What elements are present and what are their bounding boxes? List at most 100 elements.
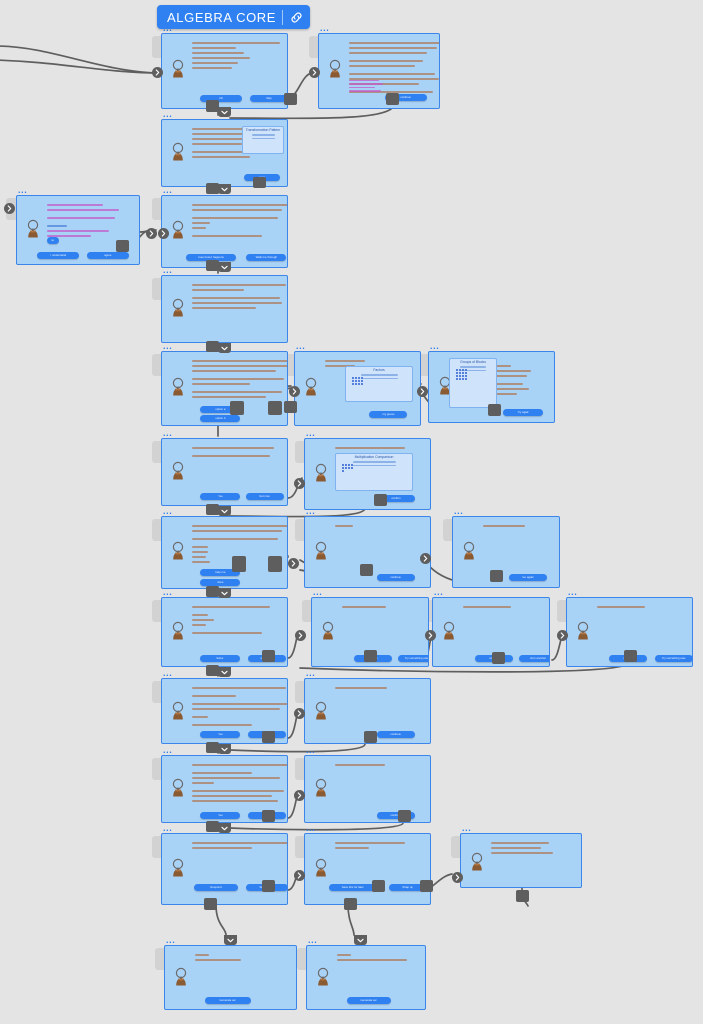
card-body[interactable]: continue — [304, 516, 431, 588]
card-action-button[interactable]: Generate set — [205, 997, 251, 1004]
session-end-right-card[interactable]: ... Generate set — [306, 936, 426, 1010]
card-body[interactable]: Save this for later Wrap up — [304, 833, 431, 905]
chevron-right-port-icon[interactable] — [288, 558, 299, 569]
chevron-right-port-icon[interactable] — [158, 228, 169, 239]
card-action-button[interactable]: continue — [385, 94, 427, 101]
edge-connector-plug[interactable] — [262, 880, 275, 892]
card-drag-handle[interactable]: ... — [166, 935, 176, 945]
edge-connector-plug[interactable] — [206, 504, 219, 515]
chevron-right-port-icon[interactable] — [309, 67, 320, 78]
equation-input-card[interactable]: ...Solveshow hints — [161, 588, 288, 667]
chevron-right-port-icon[interactable] — [557, 630, 568, 641]
card-action-button[interactable]: continue — [377, 812, 415, 819]
chevron-right-port-icon[interactable] — [420, 553, 431, 564]
edge-connector-plug[interactable] — [374, 494, 387, 506]
card-drag-handle[interactable]: ... — [306, 745, 316, 755]
edge-connector-plug[interactable] — [372, 880, 385, 892]
card-action-button[interactable]: Wrap up — [389, 884, 427, 891]
rewrite-expression-card[interactable]: ... help me done — [161, 507, 288, 589]
card-action-button[interactable]: Not now — [246, 493, 284, 500]
chevron-down-port-icon[interactable] — [218, 107, 231, 117]
expression-recap-card[interactable]: ... — [161, 266, 288, 343]
chevron-down-port-icon[interactable] — [218, 262, 231, 272]
card-action-button[interactable]: Walk me through — [246, 254, 286, 261]
card-action-button[interactable]: confirm — [377, 495, 415, 502]
chevron-down-port-icon[interactable] — [218, 506, 231, 516]
card-action-button[interactable]: continue — [377, 731, 415, 738]
card-drag-handle[interactable]: ... — [313, 587, 323, 597]
chevron-down-port-icon[interactable] — [218, 823, 231, 833]
chevron-down-port-icon[interactable] — [218, 667, 231, 677]
card-action-button[interactable]: no — [47, 237, 59, 244]
card-action-button[interactable]: Save this for later — [329, 884, 377, 891]
card-action-button[interactable]: Try something else — [655, 655, 692, 662]
card-drag-handle[interactable]: ... — [306, 506, 316, 516]
card-action-button[interactable]: done — [200, 579, 240, 586]
chevron-right-port-icon[interactable] — [4, 203, 15, 214]
chevron-down-port-icon[interactable] — [218, 184, 231, 194]
chevron-down-port-icon[interactable] — [218, 343, 231, 353]
card-drag-handle[interactable]: ... — [454, 506, 464, 516]
card-action-button[interactable]: I see how it happens — [186, 254, 236, 261]
edge-connector-plug[interactable] — [206, 341, 219, 352]
edge-connector-plug[interactable] — [268, 556, 282, 572]
edge-connector-plug[interactable] — [364, 731, 377, 743]
card-action-button[interactable]: Run another — [519, 655, 549, 662]
edge-connector-plug[interactable] — [116, 240, 129, 252]
edge-connector-plug[interactable] — [268, 401, 282, 415]
edge-connector-plug[interactable] — [516, 890, 529, 902]
edge-connector-plug[interactable] — [253, 177, 266, 188]
edge-connector-plug[interactable] — [364, 650, 377, 662]
edge-connector-plug[interactable] — [232, 556, 246, 572]
embedded-widget[interactable]: Groups of Blocks — [449, 358, 497, 408]
card-drag-handle[interactable]: ... — [308, 935, 318, 945]
chevron-down-port-icon[interactable] — [218, 588, 231, 598]
card-body[interactable]: continue — [318, 33, 440, 109]
card-action-button[interactable]: I understand — [37, 252, 79, 259]
chevron-right-port-icon[interactable] — [295, 630, 306, 641]
embedded-widget[interactable]: Multiplication Comparison — [335, 453, 413, 491]
card-body[interactable]: continue — [304, 755, 431, 823]
edge-connector-plug[interactable] — [206, 586, 219, 597]
card-body[interactable]: confirmRun another — [432, 597, 550, 667]
card-drag-handle[interactable]: ... — [306, 428, 316, 438]
card-action-button[interactable]: continue — [377, 574, 415, 581]
edge-connector-plug[interactable] — [284, 401, 297, 413]
recap-card[interactable]: ... continue — [304, 746, 431, 823]
chevron-right-port-icon[interactable] — [294, 708, 305, 719]
card-drag-handle[interactable]: ... — [18, 185, 28, 195]
card-action-button[interactable]: Generate set — [347, 997, 391, 1004]
chevron-right-port-icon[interactable] — [146, 228, 157, 239]
edge-connector-plug[interactable] — [386, 93, 399, 105]
card-body[interactable]: Let's do that — [460, 833, 582, 888]
card-action-button[interactable]: Try again — [503, 409, 543, 416]
card-action-button[interactable]: Solve — [200, 655, 240, 662]
edge-connector-plug[interactable] — [262, 731, 275, 743]
card-drag-handle[interactable]: ... — [163, 506, 173, 516]
card-body[interactable]: Generate set — [164, 945, 297, 1010]
chevron-right-port-icon[interactable] — [294, 870, 305, 881]
chevron-right-port-icon[interactable] — [417, 386, 428, 397]
edge-connector-plug[interactable] — [206, 665, 219, 676]
edge-connector-plug[interactable] — [490, 570, 503, 582]
card-action-button[interactable]: help me — [200, 569, 240, 576]
edge-connector-plug[interactable] — [206, 742, 219, 753]
card-action-button[interactable]: Yes — [200, 493, 240, 500]
edge-connector-plug[interactable] — [492, 652, 505, 664]
edge-connector-plug[interactable] — [284, 93, 297, 105]
card-drag-handle[interactable]: ... — [296, 341, 306, 351]
card-body[interactable]: help me done — [161, 516, 288, 589]
card-body[interactable]: Go again — [452, 516, 560, 588]
try-again-card[interactable]: ... continue — [304, 507, 431, 588]
card-action-button[interactable]: agree — [87, 252, 129, 259]
edge-connector-plug[interactable] — [206, 183, 219, 194]
card-drag-handle[interactable]: ... — [568, 587, 578, 597]
card-action-button[interactable]: option b — [200, 415, 240, 422]
next-step-card[interactable]: ...Go again — [452, 507, 560, 588]
card-body[interactable]: Transformation Patternnext — [161, 119, 288, 187]
explanation-card[interactable]: ...continue — [318, 24, 440, 109]
